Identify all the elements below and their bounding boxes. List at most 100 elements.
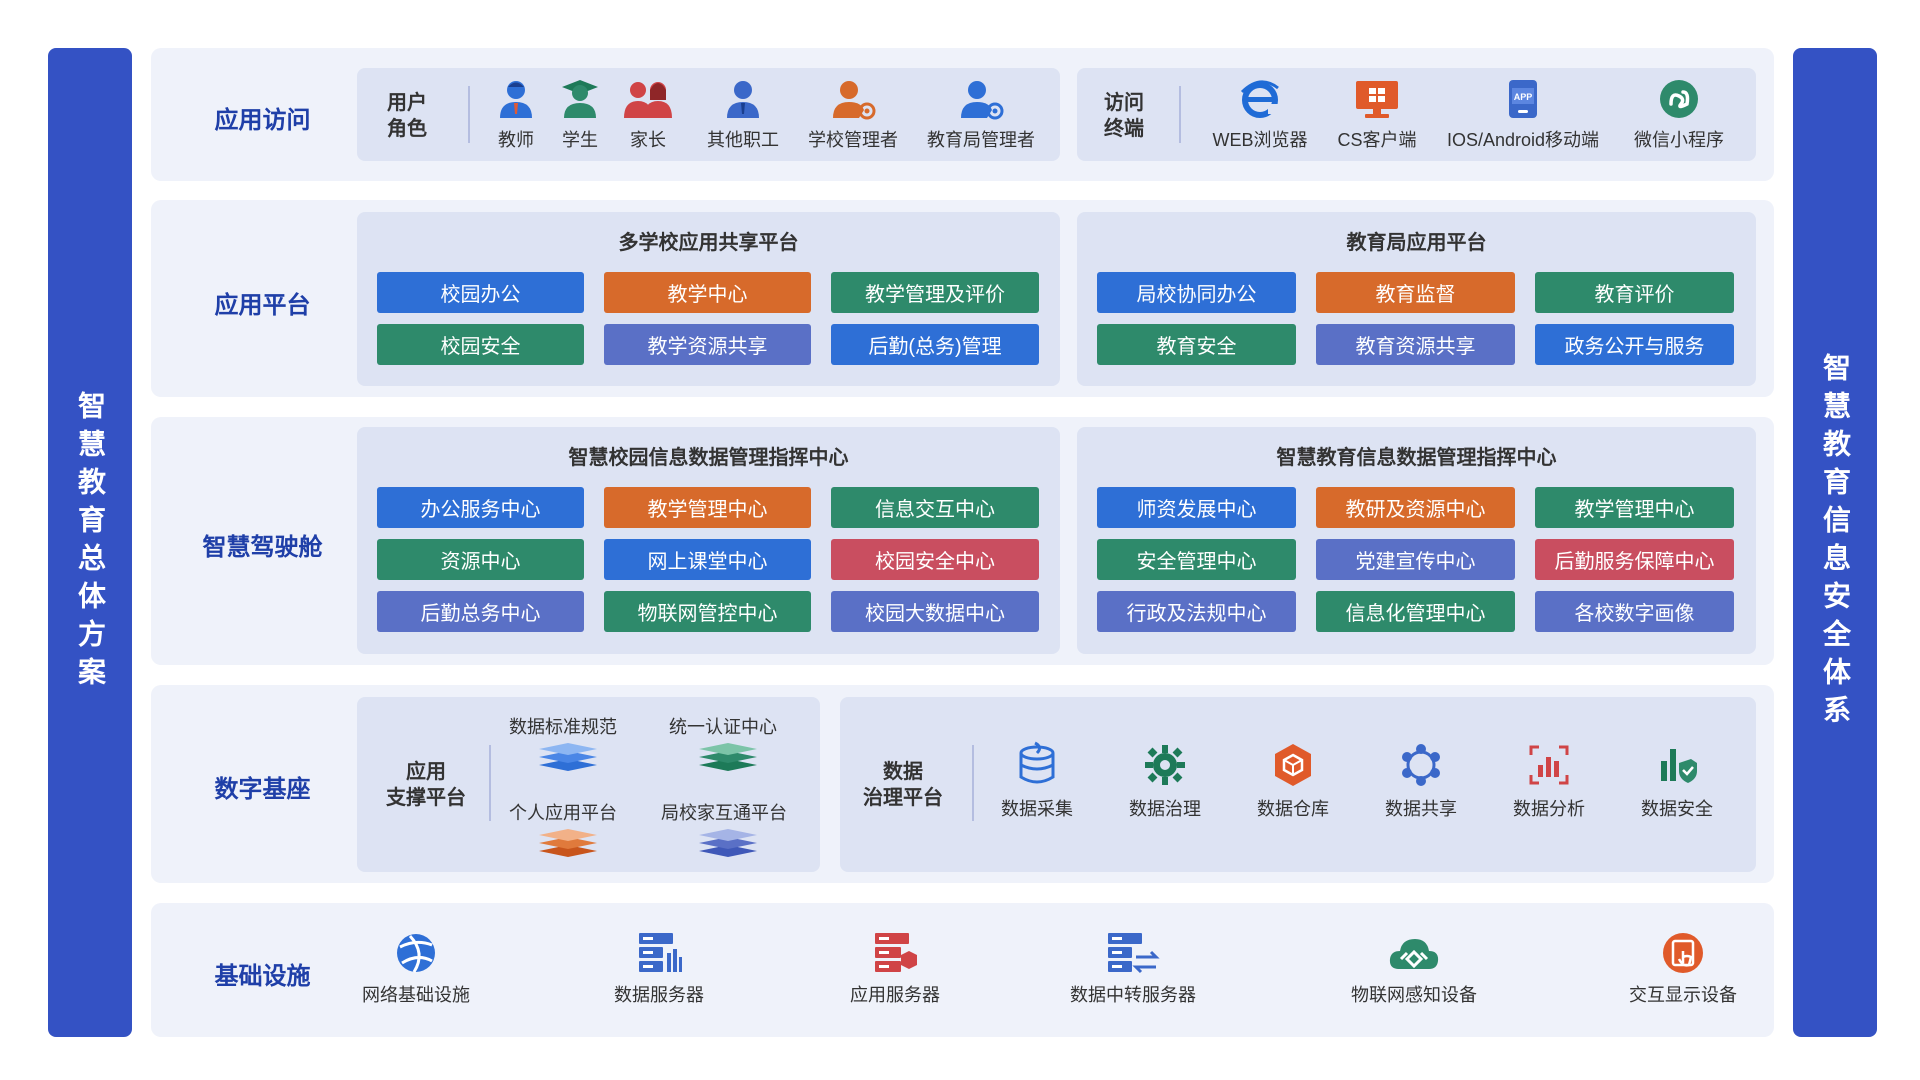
cockpit-logistics-support-button[interactable]: 后勤服务保障中心 — [1535, 539, 1734, 580]
support-title-line1: 应用 — [406, 761, 446, 783]
network-globe-icon — [397, 934, 435, 973]
infra-network[interactable]: 网络基础设施 — [351, 931, 481, 1007]
role-parent[interactable]: 家长 — [619, 78, 677, 152]
terminals-title-line1: 访问 — [1104, 92, 1144, 114]
infra-app-server[interactable]: 应用服务器 — [830, 931, 960, 1007]
infra-data-server-label: 数据服务器 — [614, 985, 704, 1005]
terminal-web[interactable]: WEB浏览器 — [1205, 78, 1315, 152]
role-bureau-admin[interactable]: 教育局管理者 — [925, 78, 1037, 152]
governance-panel: 数据 治理平台 数据采集 数据治理 — [840, 697, 1756, 872]
role-teacher-label: 教师 — [498, 130, 534, 150]
platform-label: 应用平台 — [214, 292, 311, 319]
gov-governance-label: 数据治理 — [1129, 799, 1201, 819]
platform-campus-safety-button[interactable]: 校园安全 — [377, 324, 584, 365]
cockpit-edu-teaching-mgmt-button[interactable]: 教学管理中心 — [1535, 487, 1734, 528]
cockpit-campus-safety-button[interactable]: 校园安全中心 — [831, 539, 1039, 580]
platform-coop-office-button[interactable]: 局校协同办公 — [1097, 272, 1296, 313]
infra-display-device[interactable]: 交互显示设备 — [1618, 931, 1748, 1007]
gov-security-label: 数据安全 — [1641, 799, 1713, 819]
role-school-admin[interactable]: 学校管理者 — [805, 78, 901, 152]
cockpit-party-building-button[interactable]: 党建宣传中心 — [1316, 539, 1515, 580]
touch-display-icon — [1663, 933, 1703, 973]
app-server-icon — [875, 933, 917, 972]
edu-center-title: 智慧教育信息数据管理指挥中心 — [1276, 447, 1557, 469]
support-group-title: 应用 支撑平台 — [381, 759, 471, 811]
cockpit-safety-mgmt-button[interactable]: 安全管理中心 — [1097, 539, 1296, 580]
terminals-panel: 访问 终端 WEB浏览器 CS客户端 — [1077, 68, 1756, 161]
gov-warehouse[interactable]: 数据仓库 — [1246, 741, 1340, 821]
cockpit-resource-center-button[interactable]: 资源中心 — [377, 539, 584, 580]
app-badge-text: APP — [1514, 92, 1533, 102]
cockpit-research-resource-button[interactable]: 教研及资源中心 — [1316, 487, 1515, 528]
role-staff[interactable]: 其他职工 — [703, 78, 783, 152]
web-browser-icon — [1240, 80, 1279, 118]
gov-security[interactable]: 数据安全 — [1630, 741, 1724, 821]
support-auth-label: 统一认证中心 — [669, 717, 777, 737]
data-collect-icon — [1019, 741, 1055, 784]
campus-center-panel: 智慧校园信息数据管理指挥中心 办公服务中心 教学管理中心 信息交互中心 资源中心… — [357, 427, 1060, 654]
cockpit-iot-control-button[interactable]: 物联网管控中心 — [604, 591, 811, 632]
role-student[interactable]: 学生 — [553, 78, 607, 152]
platform-teaching-center-button[interactable]: 教学中心 — [604, 272, 811, 313]
governance-title-line1: 数据 — [883, 761, 923, 783]
cockpit-online-class-button[interactable]: 网上课堂中心 — [604, 539, 811, 580]
platform-edu-evaluation-button[interactable]: 教育评价 — [1535, 272, 1734, 313]
platform-edu-safety-button[interactable]: 教育安全 — [1097, 324, 1296, 365]
cockpit-school-portrait-button[interactable]: 各校数字画像 — [1535, 591, 1734, 632]
infra-network-label: 网络基础设施 — [362, 985, 470, 1005]
cockpit-it-mgmt-button[interactable]: 信息化管理中心 — [1316, 591, 1515, 632]
personal-layers-icon[interactable] — [535, 825, 601, 859]
teacher-icon — [500, 81, 532, 118]
cockpit-office-service-button[interactable]: 办公服务中心 — [377, 487, 584, 528]
infra-iot-device-label: 物联网感知设备 — [1351, 985, 1477, 1005]
roles-title-line2: 角色 — [387, 118, 427, 140]
gov-governance[interactable]: 数据治理 — [1118, 741, 1212, 821]
infra-relay-server[interactable]: 数据中转服务器 — [1058, 931, 1208, 1007]
platform-campus-office-button[interactable]: 校园办公 — [377, 272, 584, 313]
cockpit-info-exchange-button[interactable]: 信息交互中心 — [831, 487, 1039, 528]
cockpit-admin-law-button[interactable]: 行政及法规中心 — [1097, 591, 1296, 632]
gov-share[interactable]: 数据共享 — [1374, 741, 1468, 821]
support-standard-label: 数据标准规范 — [509, 717, 617, 737]
platform-resource-share-button[interactable]: 教学资源共享 — [604, 324, 811, 365]
terminal-cs[interactable]: CS客户端 — [1327, 78, 1427, 152]
role-teacher[interactable]: 教师 — [489, 78, 543, 152]
cockpit-row: 智慧驾驶舱 智慧校园信息数据管理指挥中心 办公服务中心 教学管理中心 信息交互中… — [151, 417, 1774, 665]
platform-row: 应用平台 多学校应用共享平台 校园办公 教学中心 教学管理及评价 校园安全 教学… — [151, 200, 1774, 397]
infra-data-server[interactable]: 数据服务器 — [594, 931, 724, 1007]
data-security-icon — [1661, 749, 1697, 783]
platform-teaching-mgmt-button[interactable]: 教学管理及评价 — [831, 272, 1039, 313]
gov-warehouse-label: 数据仓库 — [1257, 799, 1329, 819]
terminal-miniprogram[interactable]: 微信小程序 — [1629, 78, 1729, 152]
platform-logistics-button[interactable]: 后勤(总务)管理 — [831, 324, 1039, 365]
terminals-group-title: 访问 终端 — [1103, 90, 1145, 142]
infra-iot-device[interactable]: 物联网感知设备 — [1339, 931, 1489, 1007]
platform-edu-resource-button[interactable]: 教育资源共享 — [1316, 324, 1515, 365]
terminal-web-label: WEB浏览器 — [1212, 130, 1308, 150]
foundation-row: 数字基座 应用 支撑平台 数据标准规范 统一认证中心 个人应用平台 局校家互通平… — [151, 685, 1774, 883]
infra-app-server-label: 应用服务器 — [850, 985, 940, 1005]
support-interconnect-label: 局校家互通平台 — [661, 803, 787, 823]
iot-cloud-icon — [1389, 939, 1439, 969]
cockpit-teaching-mgmt-button[interactable]: 教学管理中心 — [604, 487, 811, 528]
platform-gov-service-button[interactable]: 政务公开与服务 — [1535, 324, 1734, 365]
cockpit-campus-bigdata-button[interactable]: 校园大数据中心 — [831, 591, 1039, 632]
school-platform-title: 多学校应用共享平台 — [618, 232, 799, 254]
interconnect-layers-icon[interactable] — [695, 825, 761, 859]
relay-server-icon — [1108, 933, 1160, 974]
data-server-icon — [639, 933, 682, 972]
cockpit-teacher-dev-button[interactable]: 师资发展中心 — [1097, 487, 1296, 528]
left-side-title: 智慧教育总体方案 — [75, 390, 106, 695]
auth-layers-icon[interactable] — [695, 739, 761, 773]
support-divider — [489, 745, 491, 821]
foundation-label: 数字基座 — [214, 776, 311, 803]
bureau-platform-panel: 教育局应用平台 局校协同办公 教育监督 教育评价 教育安全 教育资源共享 政务公… — [1077, 212, 1756, 386]
platform-edu-supervision-button[interactable]: 教育监督 — [1316, 272, 1515, 313]
standard-layers-icon[interactable] — [535, 739, 601, 773]
cockpit-logistics-button[interactable]: 后勤总务中心 — [377, 591, 584, 632]
campus-center-title: 智慧校园信息数据管理指挥中心 — [568, 447, 849, 469]
terminal-mobile[interactable]: APP IOS/Android移动端 — [1439, 78, 1607, 152]
data-governance-icon — [1145, 745, 1185, 785]
gov-analysis[interactable]: 数据分析 — [1502, 741, 1596, 821]
gov-collect[interactable]: 数据采集 — [990, 741, 1084, 821]
